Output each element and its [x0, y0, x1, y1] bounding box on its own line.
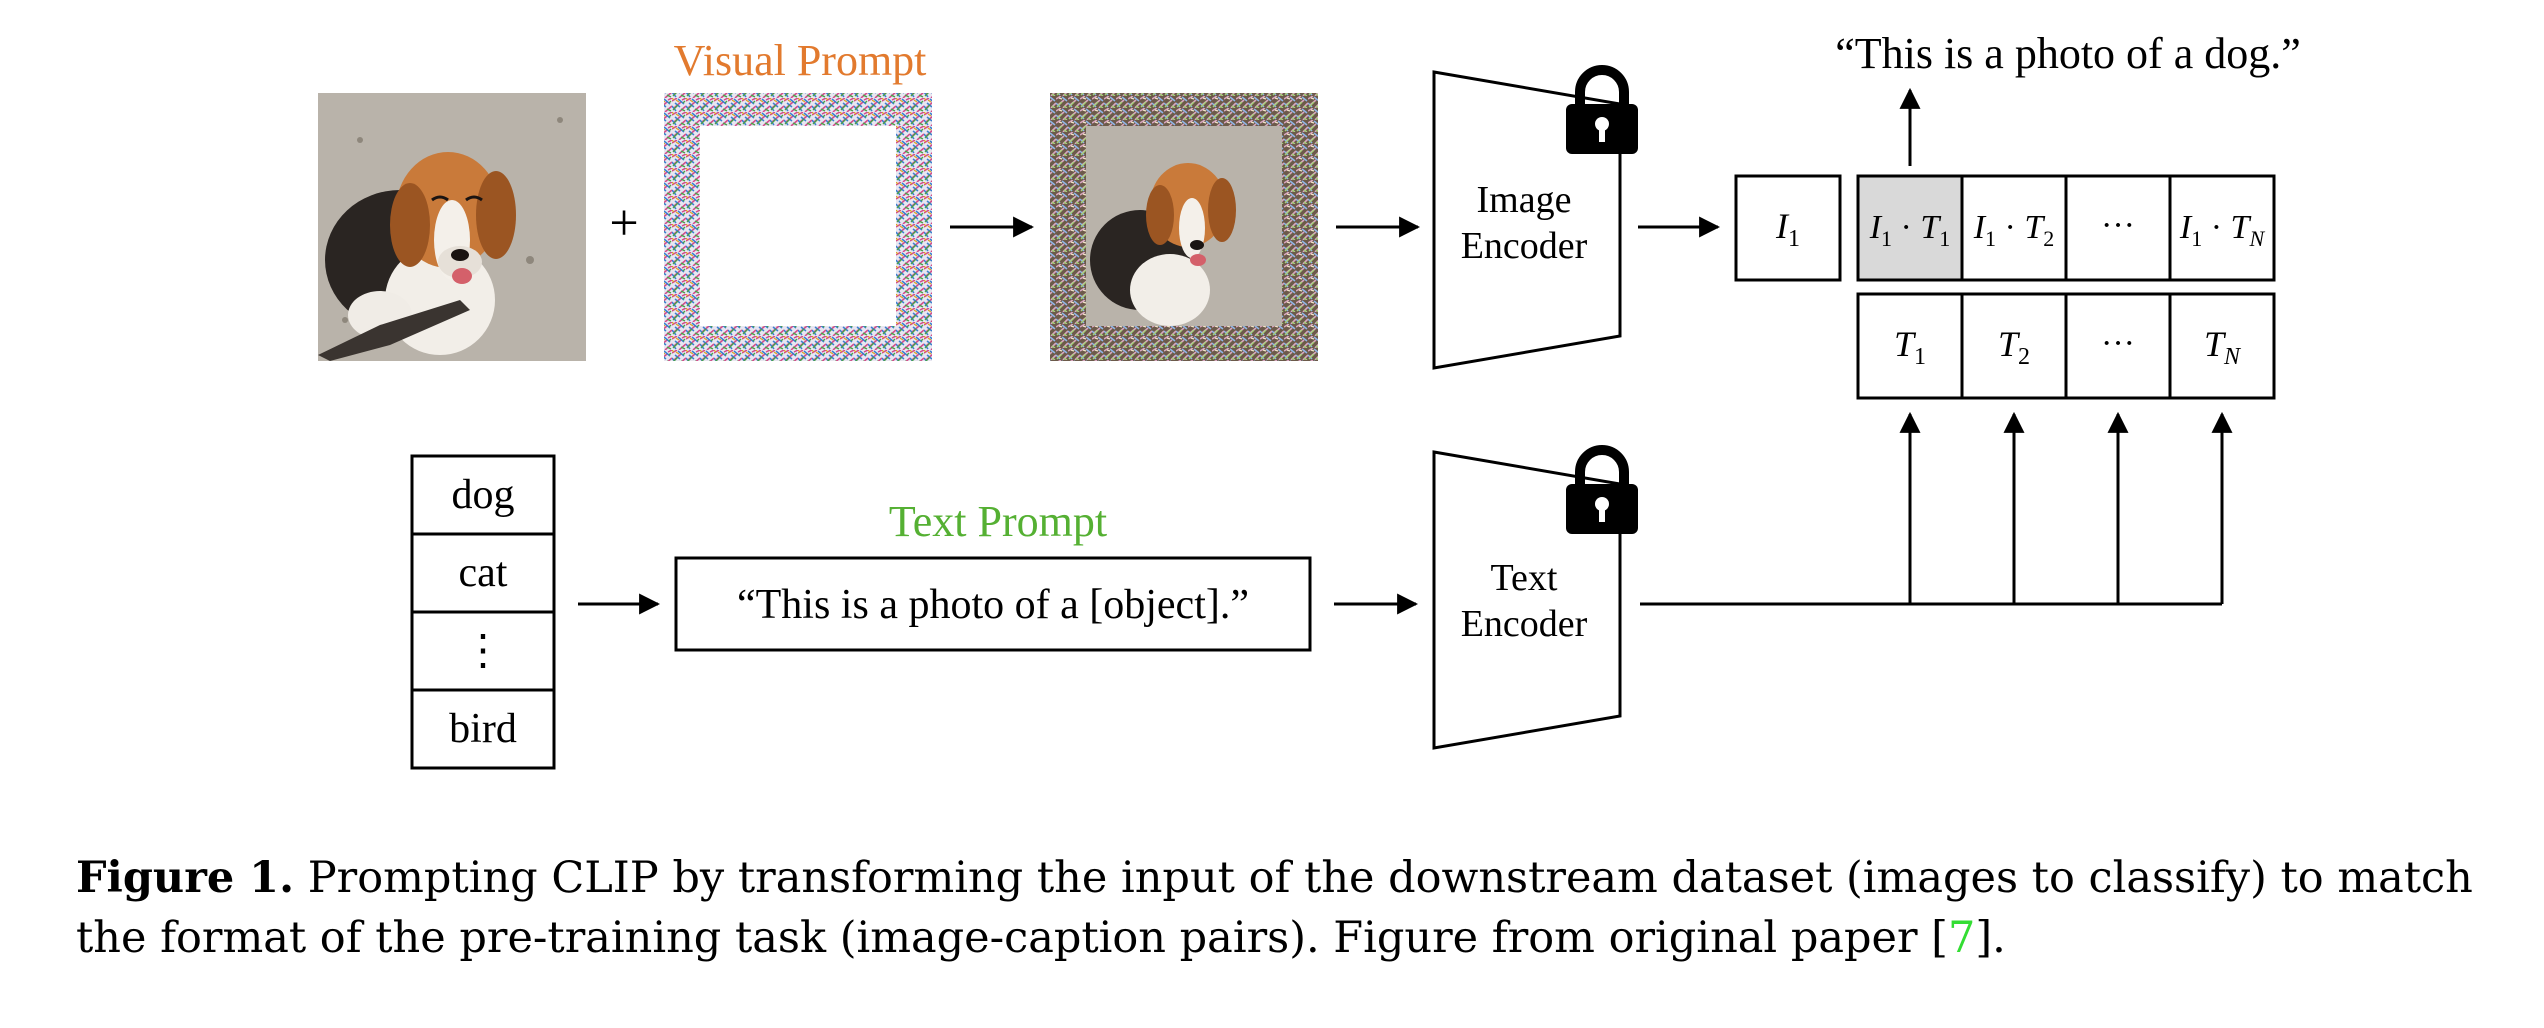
text-embedding-cell-ellipsis — [2064, 292, 2172, 400]
text-prompt-title: Text Prompt — [889, 497, 1107, 546]
class-cell-dog — [410, 454, 556, 536]
lock-icon — [1566, 445, 1638, 534]
class-label-dog: dog — [452, 472, 515, 518]
text-embedding-cell-2 — [1960, 292, 2068, 400]
text-prompt-template: “This is a photo of a [object].” — [737, 582, 1249, 628]
output-caption: “This is a photo of a dog.” — [1835, 29, 2301, 78]
image-embedding-label: I — [1775, 206, 1790, 246]
image-encoder-label-line2: Encoder — [1461, 225, 1588, 267]
visual-prompt-title: Visual Prompt — [674, 36, 927, 85]
plus-operator: + — [609, 195, 638, 252]
figure-caption-text: Prompting CLIP by transforming the input… — [76, 853, 2473, 963]
image-embedding-sub: 1 — [1788, 226, 1800, 252]
image-embedding-cell: I1 — [1734, 174, 1842, 282]
text-embedding-ellipsis: ··· — [2101, 325, 2135, 362]
text-embedding-2: T2 — [1998, 324, 2030, 370]
prompted-dog-image — [1050, 93, 1318, 361]
similarity-text-2: I1 · T2 — [1973, 209, 2055, 251]
figure-caption-end: ]. — [1975, 913, 2006, 963]
similarity-text-1: I1 · T1 — [1869, 209, 1951, 251]
figure-label: Figure 1. — [76, 853, 295, 903]
similarity-cell-n — [2168, 174, 2276, 282]
dog-photo — [318, 93, 586, 361]
citation-link[interactable]: 7 — [1947, 913, 1976, 963]
class-label-bird: bird — [449, 706, 517, 752]
text-encoder-label-line1: Text — [1491, 557, 1558, 599]
figure-caption: Figure 1. Prompting CLIP by transforming… — [76, 848, 2496, 968]
similarity-row: I1 · T1 I1 · T2 ··· I1 · TN — [1856, 174, 2276, 282]
class-label-ellipsis: ⋮ — [462, 628, 504, 674]
visual-prompt-frame — [664, 93, 932, 361]
similarity-cell-ellipsis — [2064, 174, 2172, 282]
similarity-text-ellipsis: ··· — [2101, 207, 2135, 244]
text-embedding-n: TN — [2204, 324, 2242, 370]
text-embedding-1: T1 — [1894, 324, 1926, 370]
lock-icon — [1566, 65, 1638, 154]
text-encoder-connections — [1640, 411, 2233, 606]
svg-text:I1: I1 — [1775, 206, 1800, 252]
text-prompt-box: “This is a photo of a [object].” — [674, 556, 1312, 652]
similarity-cell-1 — [1856, 174, 1964, 282]
text-embedding-row: T1 T2 ··· TN — [1856, 292, 2276, 400]
similarity-text-n: I1 · TN — [2179, 209, 2266, 251]
text-embedding-cell-1 — [1856, 292, 1964, 400]
clip-diagram: Visual Prompt + — [318, 29, 2301, 770]
class-cell-bird — [410, 688, 556, 770]
class-label-cat: cat — [459, 550, 508, 596]
text-encoder-label-line2: Encoder — [1461, 603, 1588, 645]
text-embedding-cell-n — [2168, 292, 2276, 400]
image-encoder-label-line1: Image — [1477, 179, 1572, 221]
class-list: dog cat ⋮ bird — [410, 454, 556, 770]
